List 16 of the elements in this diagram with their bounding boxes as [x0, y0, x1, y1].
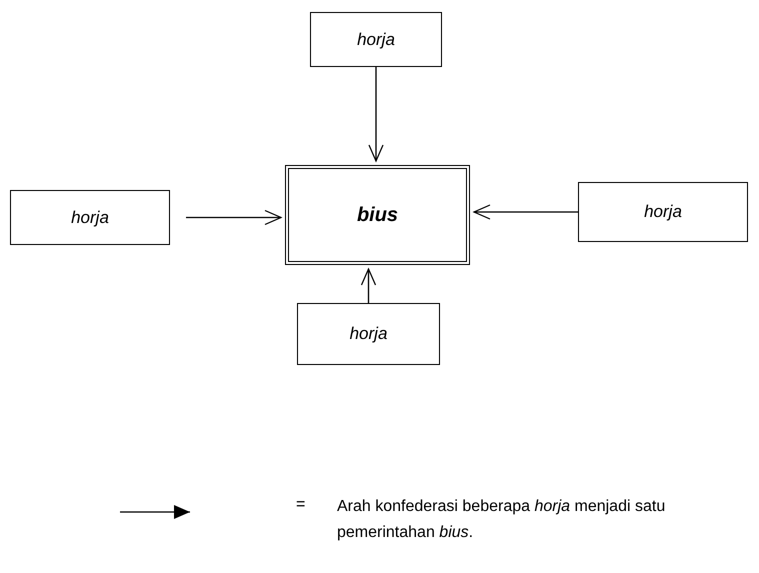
arrow	[360, 268, 376, 303]
main-box	[285, 165, 470, 265]
node-label: horja	[644, 202, 682, 222]
process-box	[578, 182, 748, 242]
equals-sign: =	[296, 496, 306, 514]
process-box	[297, 303, 440, 365]
node-label: horja	[357, 30, 395, 50]
arrow	[186, 210, 282, 226]
arrow	[473, 204, 578, 220]
process-box	[10, 190, 170, 245]
node-label: horja	[350, 324, 388, 344]
node-label: bius	[356, 204, 398, 226]
legend-text: Arah konfederasi beberapa horja menjadi satu pemerintahan bius.	[337, 497, 666, 543]
arrow	[368, 67, 384, 162]
node-label: horja	[71, 208, 109, 228]
process-box	[310, 12, 442, 67]
